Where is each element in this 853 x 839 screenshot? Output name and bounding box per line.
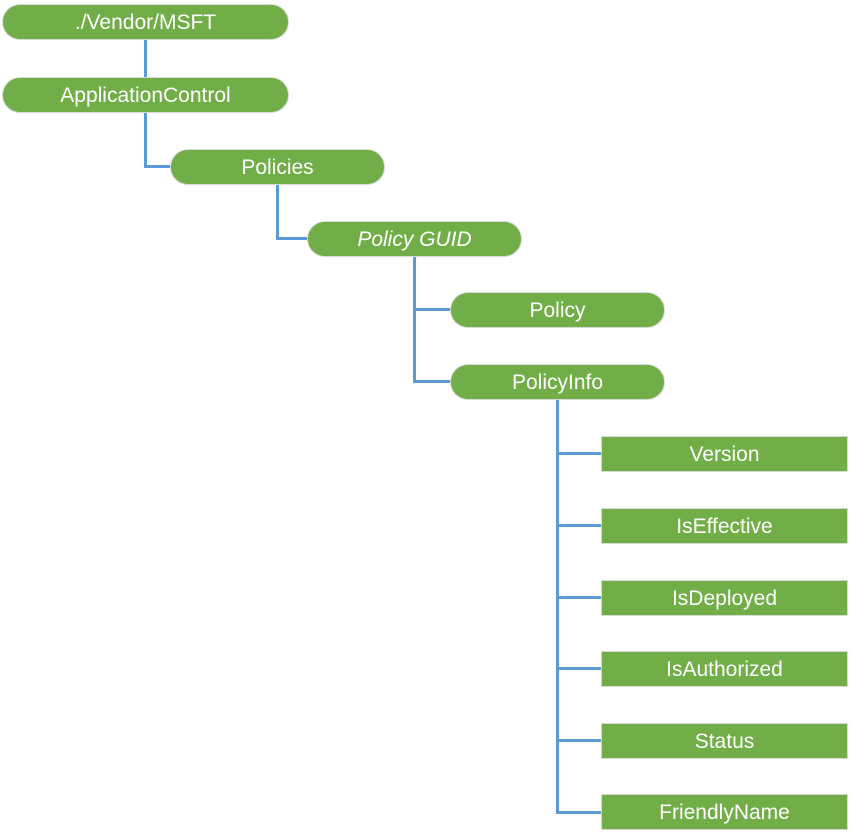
- connector-to-policy-guid: [276, 237, 309, 240]
- node-is-deployed: IsDeployed: [601, 580, 848, 616]
- connector-policyinfo-drop: [556, 399, 559, 814]
- node-friendly-name: FriendlyName: [601, 794, 848, 830]
- connector-to-version: [556, 452, 603, 455]
- connector-to-policy: [413, 308, 452, 311]
- connector-to-iseffective: [556, 524, 603, 527]
- connector-to-isdeployed: [556, 596, 603, 599]
- node-is-effective: IsEffective: [601, 508, 848, 544]
- node-policy: Policy: [450, 292, 665, 328]
- connector-to-policies: [144, 165, 172, 168]
- node-policy-guid: Policy GUID: [307, 221, 522, 257]
- node-is-authorized: IsAuthorized: [601, 651, 848, 687]
- connector-vendor-to-applicationcontrol: [144, 39, 147, 78]
- connector-to-status: [556, 739, 603, 742]
- connector-to-policyinfo: [413, 380, 452, 383]
- node-vendor-msft: ./Vendor/MSFT: [2, 4, 289, 40]
- node-policies: Policies: [170, 149, 385, 185]
- connector-policies-drop: [276, 184, 279, 240]
- node-application-control: ApplicationControl: [2, 77, 289, 113]
- connector-policy-guid-drop: [413, 256, 416, 383]
- node-version: Version: [601, 436, 848, 472]
- connector-to-isauthorized: [556, 667, 603, 670]
- node-policy-info: PolicyInfo: [450, 364, 665, 400]
- node-status: Status: [601, 723, 848, 759]
- connector-applicationcontrol-drop: [144, 112, 147, 168]
- connector-to-friendlyname: [556, 811, 603, 814]
